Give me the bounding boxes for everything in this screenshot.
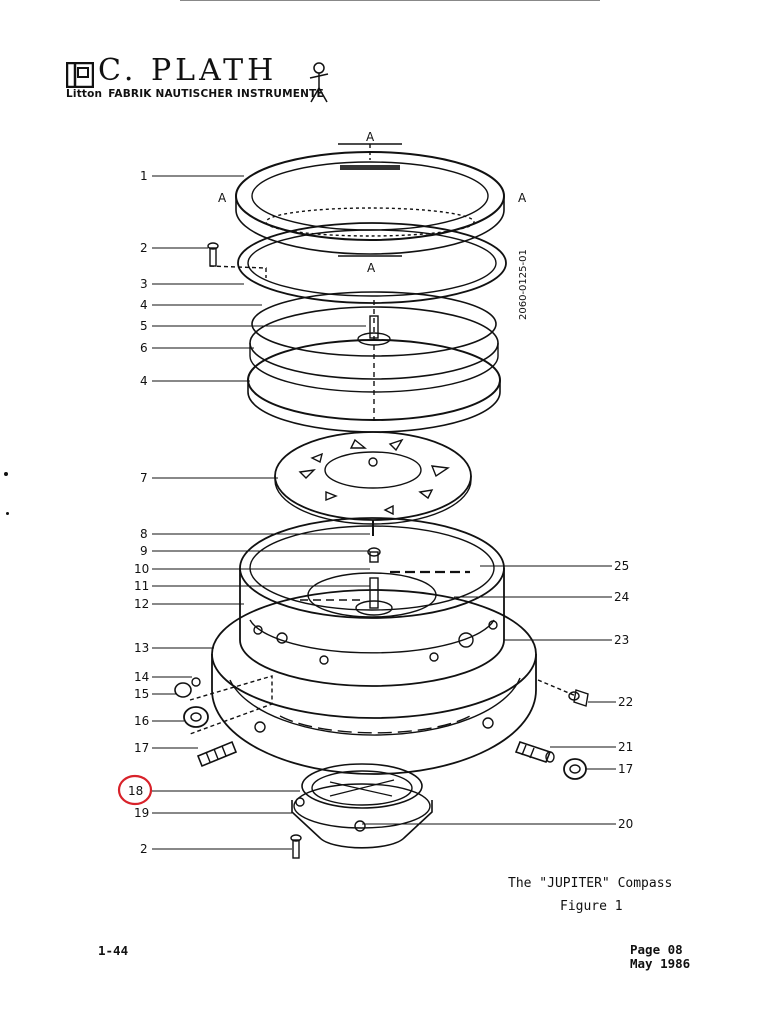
leader-lines-right [362,565,616,825]
callout-label: 2 [140,241,148,255]
callout-label: 17 [618,762,633,776]
callout-label: 9 [140,544,148,558]
company-name: Litton [66,88,103,100]
callout-label: 4 [140,374,148,388]
callout-label: 16 [134,714,149,728]
callout-label: 17 [134,741,149,755]
callout-label: 21 [618,740,633,754]
leader-lines-left [152,175,370,850]
callout-label: 3 [140,277,148,291]
callout-label: 19 [134,806,149,820]
doc-reference: 1-44 [98,943,129,958]
scan-edge-line [180,0,600,1]
callout-label: 13 [134,641,149,655]
litton-logo-icon [66,62,94,88]
callout-label: 22 [618,695,633,709]
part-screw-bottom [290,834,302,859]
callout-label: 4 [140,298,148,312]
callout-label: 24 [614,590,629,604]
callout-label: 2 [140,842,148,856]
part-glass-discs [247,291,501,433]
figure-caption-number: Figure 1 [560,899,623,914]
section-mark-right: A [518,191,527,205]
scan-mark [6,512,9,515]
highlight-circle-part-18 [117,774,153,806]
figure-caption-title: The "JUPITER" Compass [508,876,673,891]
company-subtitle: FABRIK NAUTISCHER INSTRUMENTE [108,88,324,100]
part-compass-bowl [239,517,505,687]
part-washers-and-nut [174,675,273,735]
sextant-figure-icon [309,62,329,103]
brand-name: C. PLATH [98,53,278,88]
part-threaded-bolts [196,740,555,768]
callout-label: 6 [140,341,148,355]
page-number: Page 08 [630,942,683,957]
callout-label: 11 [134,579,149,593]
callout-label: 15 [134,687,149,701]
part-screw-top [207,242,267,278]
callout-label: 12 [134,597,149,611]
callout-label: 23 [614,633,629,647]
part-gasket-ring [237,222,507,304]
callout-label: 1 [140,169,148,183]
callout-label: 5 [140,319,148,333]
callout-label: 7 [140,471,148,485]
publication-date: May 1986 [630,956,691,971]
part-top-bezel-ring [235,143,505,257]
part-housing-base [211,589,537,775]
drawing-number: 2060-0125-01 [518,249,529,320]
brand-subtitle: Litton FABRIK NAUTISCHER INSTRUMENTE [66,88,324,100]
section-mark-bottom: A [367,261,376,275]
section-mark-left: A [218,191,227,205]
scan-mark [4,472,8,476]
callout-label: 8 [140,527,148,541]
part-compass-card [274,431,472,536]
callout-label: 18 [128,784,143,798]
section-mark-top: A [366,130,375,144]
callout-label: 20 [618,817,633,831]
part-base-cup [291,763,433,849]
callout-label: 10 [134,562,149,576]
callout-label: 14 [134,670,149,684]
callout-label: 25 [614,559,629,573]
